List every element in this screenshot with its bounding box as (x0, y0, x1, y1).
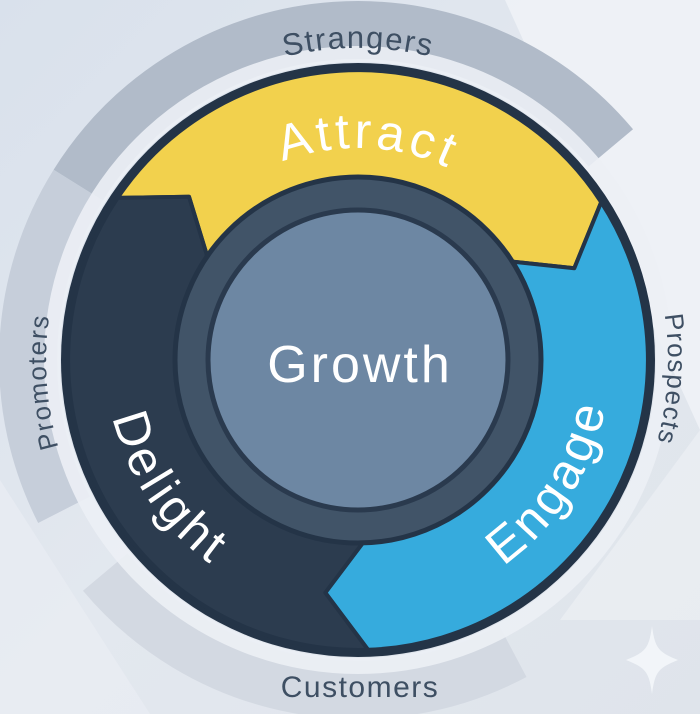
background-wedge-bottom-right (560, 430, 700, 620)
band-promoters (0, 169, 103, 523)
center-label: Growth (267, 336, 453, 394)
hub-circle (205, 207, 511, 513)
band-customers (82, 553, 527, 714)
band-strangers (53, 1, 633, 201)
sparkle-icon (626, 626, 678, 694)
wheel-halo (44, 46, 672, 674)
background-wedge-bottom-left (0, 480, 150, 714)
audience-label-customers: Customers (281, 671, 440, 704)
